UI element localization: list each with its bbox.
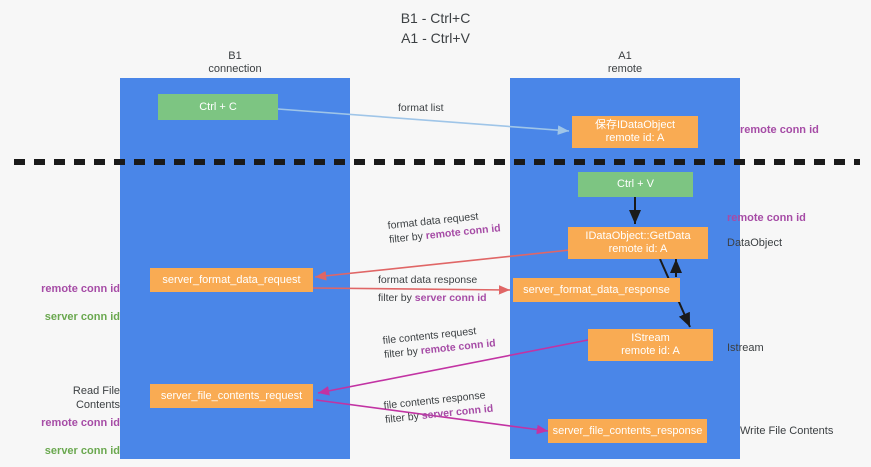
annotation-remote-conn-id-top: remote conn id [740, 124, 819, 136]
box-server-file-contents-request[interactable]: server_file_contents_request [150, 384, 313, 408]
box-ctrl-v[interactable]: Ctrl + V [578, 172, 693, 197]
edge-label-format-data-response-l1: format data response [378, 274, 478, 286]
annotation-left-conn-ids-2: remote conn id server conn id [22, 402, 120, 467]
edge-label-file-contents-request: file contents request filter by remote c… [382, 322, 496, 362]
annotation-left-remote-conn-id: remote conn id [41, 283, 120, 295]
box-server-file-contents-response[interactable]: server_file_contents_response [548, 419, 707, 443]
box-idataobject-getdata[interactable]: IDataObject::GetData remote id: A [568, 227, 708, 259]
edge-label-format-data-response-l2: filter by server conn id [378, 292, 487, 304]
annotation-write-file-contents: Write File Contents [740, 425, 834, 437]
annotation-left-remote-conn-id-2: remote conn id [41, 417, 120, 429]
edge-label-format-data-request: format data request filter by remote con… [387, 207, 501, 247]
box-server-format-data-response[interactable]: server_format_data_response [513, 278, 680, 302]
edge-label-format-list-text: format list [398, 102, 444, 114]
annotation-istream: Istream [727, 342, 764, 354]
annotation-left-server-conn-id-2: server conn id [44, 445, 120, 457]
box-server-format-data-request[interactable]: server_format_data_request [150, 268, 313, 292]
highlight-server-conn-id: server conn id [414, 292, 487, 304]
diagram-title: B1 - Ctrl+C A1 - Ctrl+V [400, 10, 471, 46]
box-store-idataobject[interactable]: 保存IDataObject remote id: A [572, 116, 698, 148]
annotation-read-file-contents: Read File Contents [72, 385, 120, 411]
lane-title-a1: A1 remote [607, 50, 643, 75]
box-istream[interactable]: IStream remote id: A [588, 329, 713, 361]
annotation-left-conn-ids: remote conn id server conn id [22, 268, 120, 338]
lane-title-b1: B1 connection [208, 50, 262, 75]
edge-label-format-list: format list [398, 101, 444, 115]
box-ctrl-c[interactable]: Ctrl + C [158, 94, 278, 120]
edge-label-format-data-response: format data response filter by server co… [378, 273, 487, 305]
edge-label-file-contents-response: file contents response filter by server … [383, 388, 494, 427]
annotation-dataobject: DataObject [727, 237, 783, 249]
annotation-remote-conn-id-mid: remote conn id [727, 212, 806, 224]
annotation-left-server-conn-id: server conn id [44, 311, 120, 323]
